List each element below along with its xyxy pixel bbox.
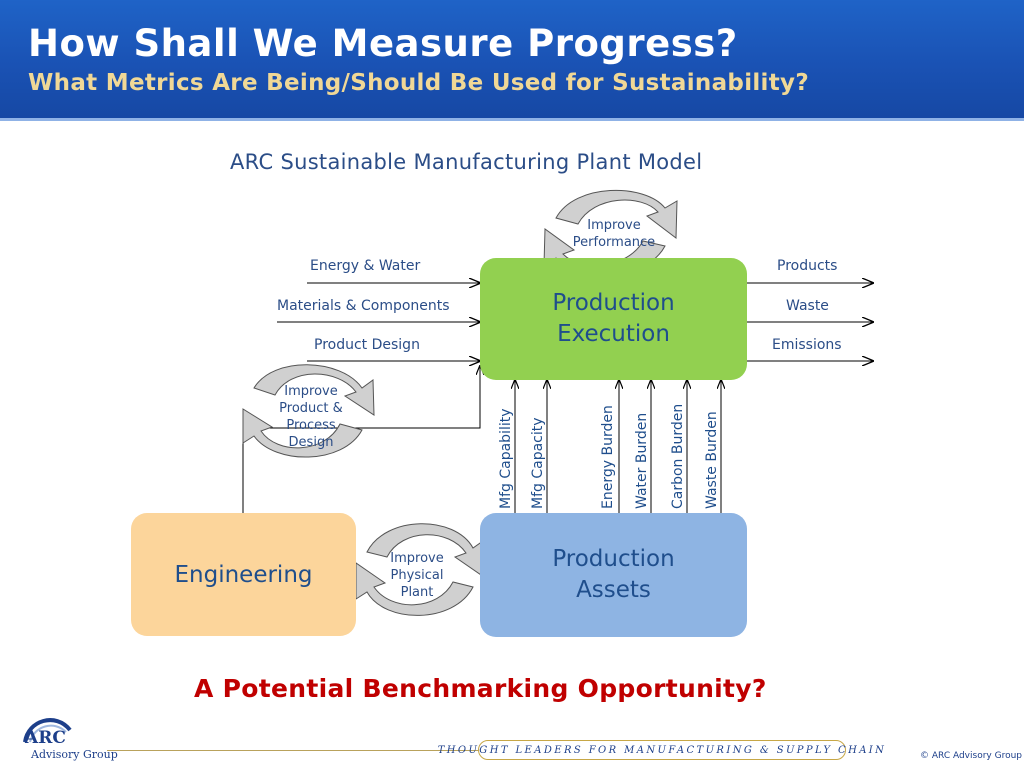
- arc-logo-text: ARC: [25, 728, 66, 748]
- cycle-text-line: Process: [286, 418, 336, 433]
- arc-logo-subtext: Advisory Group: [31, 748, 118, 761]
- cycle-text-improve-performance: Improve Performance: [566, 217, 662, 251]
- vertical-label-waste-burden: Waste Burden: [704, 411, 720, 509]
- cycle-text-line: Improve: [587, 218, 641, 233]
- cycle-text-line: Product &: [279, 401, 343, 416]
- cycle-text-line: Performance: [572, 235, 656, 250]
- vertical-label-energy-burden: Energy Burden: [600, 405, 616, 509]
- benchmark-question: A Potential Benchmarking Opportunity?: [194, 674, 767, 703]
- cycle-arrows-improve-product-process-icon: [242, 364, 375, 458]
- output-label-products: Products: [777, 258, 838, 274]
- vertical-label-water-burden: Water Burden: [634, 412, 650, 509]
- output-label-waste: Waste: [786, 298, 829, 314]
- vertical-label-carbon-burden: Carbon Burden: [670, 403, 686, 509]
- production-execution-label-line1: Production: [552, 290, 675, 316]
- vertical-label-mfg-capacity: Mfg Capacity: [530, 417, 546, 509]
- title-banner-divider: [0, 118, 1024, 121]
- arc-logo-icon: [23, 718, 72, 743]
- input-label-energy-water: Energy & Water: [310, 258, 421, 274]
- title-banner: [0, 0, 1024, 118]
- production-execution-label-line2: Execution: [557, 321, 670, 347]
- footer-divider: [107, 750, 817, 751]
- cycle-text-line: Plant: [400, 585, 434, 600]
- cycle-text-line: Design: [288, 435, 334, 450]
- footer-copyright: © ARC Advisory Group: [920, 751, 1022, 761]
- cycle-text-improve-product-process: Improve Product & Process Design: [266, 383, 356, 451]
- model-title: ARC Sustainable Manufacturing Plant Mode…: [230, 150, 703, 174]
- production-assets-label-line1: Production: [552, 546, 675, 572]
- vertical-label-mfg-capability: Mfg Capability: [498, 408, 514, 510]
- engineering-box: Engineering: [131, 513, 356, 636]
- cycle-text-line: Improve: [390, 551, 444, 566]
- engineering-label: Engineering: [174, 561, 313, 588]
- cycle-text-line: Improve: [284, 384, 338, 399]
- footer-tagline: THOUGHT LEADERS FOR MANUFACTURING & SUPP…: [438, 740, 884, 760]
- slide-subtitle: What Metrics Are Being/Should Be Used fo…: [28, 70, 809, 96]
- input-label-materials-components: Materials & Components: [277, 298, 450, 314]
- production-assets-label-line2: Assets: [576, 577, 651, 603]
- input-label-product-design: Product Design: [314, 337, 420, 353]
- cycle-text-line: Physical: [390, 568, 444, 583]
- cycle-text-improve-physical-plant: Improve Physical Plant: [376, 550, 458, 601]
- engineering-feedback-arrow: [242, 366, 480, 513]
- slide-title: How Shall We Measure Progress?: [28, 22, 738, 65]
- output-label-emissions: Emissions: [772, 337, 842, 353]
- production-assets-box: Production Assets: [480, 513, 747, 637]
- production-execution-box: Production Execution: [480, 258, 747, 380]
